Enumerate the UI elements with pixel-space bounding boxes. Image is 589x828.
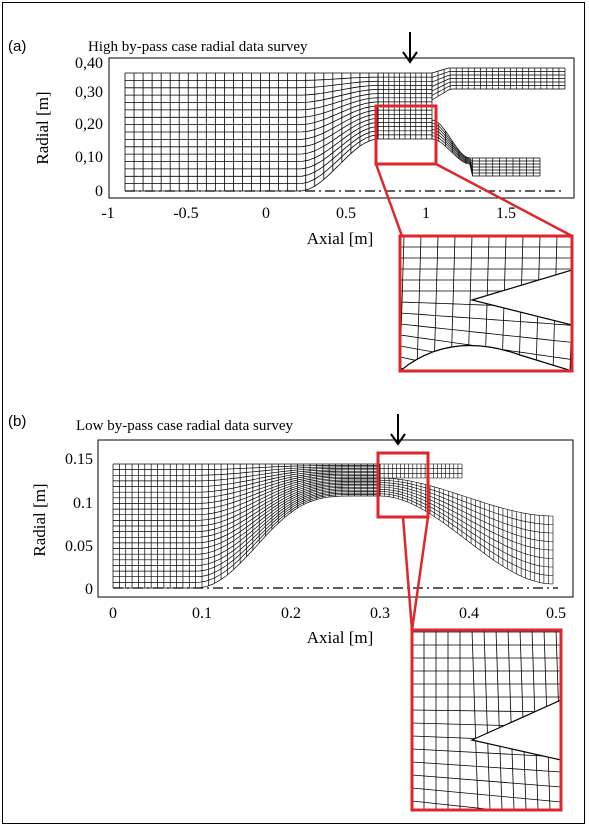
panel-a-ytick: 0,40 [75,55,103,72]
panel-a: (a) High by-pass case radial data survey… [8,32,575,373]
panel-b-zoom-inset [410,628,574,828]
mesh-line [400,312,572,326]
panel-a-mesh [124,67,566,192]
hub-surface [400,345,572,371]
panel-a-ytick: 0,30 [75,84,103,101]
panel-a-ylabel: Radial [m] [33,91,52,164]
mesh-line [507,630,515,810]
panel-b-title: Low by-pass case radial data survey [76,418,294,434]
survey-arrow-b-icon [390,414,406,446]
panel-a-yticks: 0 0,10 0,20 0,30 0,40 [75,55,103,200]
splitter-wedge [469,269,572,326]
panel-b-ytick: 0.1 [73,495,93,512]
panel-a-callout-line [374,163,404,237]
panel-b-ytick: 0.15 [65,451,93,468]
panel-b-xlabel: Axial [m] [307,628,374,647]
panel-a-zoom-inset [398,234,574,373]
panel-a-axes [108,57,575,199]
panel-b-xtick: 0.5 [546,605,566,622]
mesh-line [412,774,561,788]
panel-a-xticks: -1 -0.5 0 0.5 1 1.5 [101,205,516,222]
panel-a-ytick: 0,10 [75,149,103,166]
mesh-line [471,630,479,810]
panel-b-callout-line [401,516,414,631]
panel-b-axes [97,439,574,598]
survey-arrow-a-icon [402,32,418,64]
panel-a-xtick: 0 [262,205,270,222]
panel-b-mesh [112,463,554,589]
panel-b-ylabel: Radial [m] [30,483,49,556]
panel-b-xticks: 0 0.1 0.2 0.3 0.4 0.5 [109,605,566,622]
panel-b-xtick: 0 [109,605,117,622]
panel-b-xtick: 0.2 [281,605,301,622]
panel-a-label: (a) [8,38,26,55]
mesh-line [412,814,561,828]
mesh-line [483,630,491,810]
mesh-line [495,630,503,810]
panel-b-callout-line [410,516,430,631]
panel-b-ytick: 0.05 [65,538,93,555]
mesh-line [431,88,565,101]
panel-b-ytick: 0 [85,581,93,598]
panel-b-label: (b) [8,413,26,430]
panel-b-xtick: 0.3 [370,605,390,622]
panel-a-callout-line [435,162,573,238]
splitter-wedge [470,699,561,761]
panel-a-xlabel: Axial [m] [307,229,374,248]
mesh-line [400,367,414,371]
mesh-line [416,236,422,371]
panel-a-xtick: 1.5 [496,205,516,222]
panel-a-ytick: 0,20 [75,116,103,133]
mesh-line [412,761,561,773]
mesh-line [412,787,561,803]
panel-a-title: High by-pass case radial data survey [88,39,308,55]
mesh-line [433,236,439,371]
panel-a-xtick: 0.5 [336,205,356,222]
panel-a-ytick: 0 [95,183,103,200]
panel-a-zoom-region [374,104,438,166]
panel-b: (b) Low by-pass case radial data survey … [8,413,574,828]
panel-b-xtick: 0.4 [459,605,479,622]
panel-a-xtick: -1 [101,205,114,222]
panel-b-xtick: 0.1 [192,605,212,622]
panel-a-xtick: 1 [422,205,430,222]
panel-b-yticks: 0 0.05 0.1 0.15 [65,451,93,598]
mesh-line [568,630,574,810]
panel-a-xtick: -0.5 [173,205,198,222]
